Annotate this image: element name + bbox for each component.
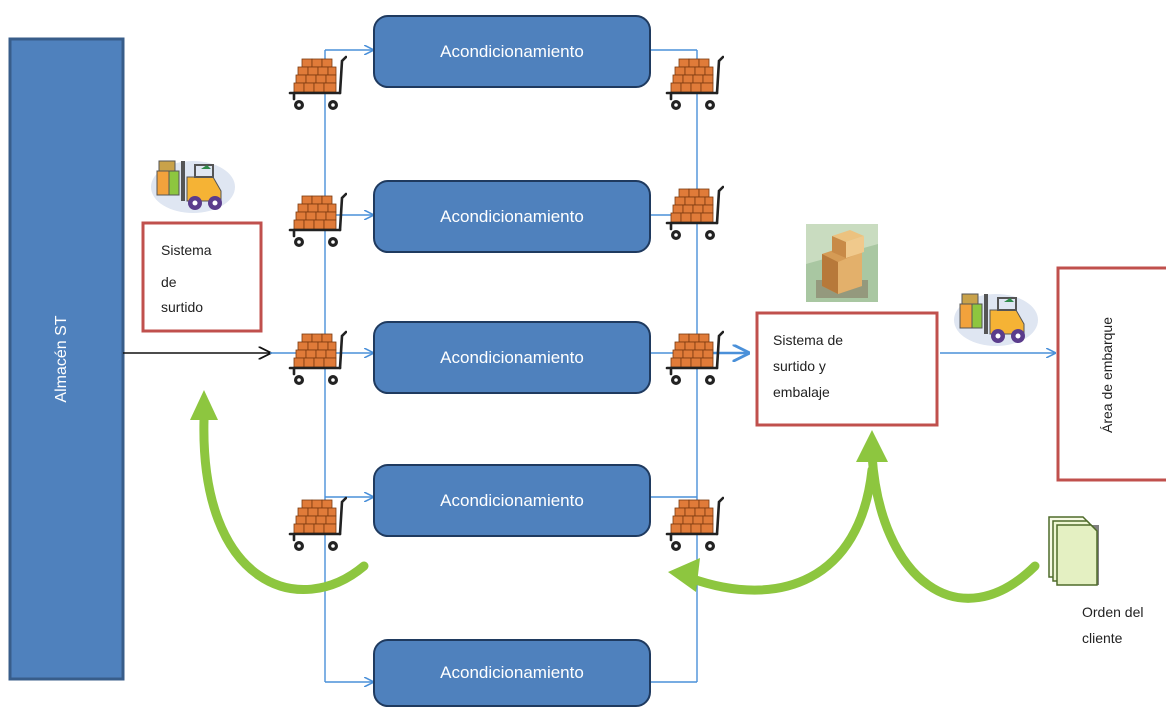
- hand-cart-icon: [665, 496, 724, 553]
- shipping-area-box: Área de embarque: [1056, 266, 1166, 482]
- conditioning-box-2: Acondicionamiento: [373, 180, 651, 253]
- boxes-icon: [806, 224, 878, 302]
- green-arrowhead-right: [668, 558, 700, 592]
- green-arrow-middle: [867, 450, 1040, 603]
- conditioning-label-5: Acondicionamiento: [440, 663, 584, 682]
- forklift-icon: [953, 292, 1039, 346]
- feedback-arrowheads: [190, 390, 888, 592]
- conditioning-box-1: Acondicionamiento: [373, 15, 651, 88]
- shipping-area-label: Área de embarque: [1099, 317, 1115, 433]
- hand-cart-icon: [288, 55, 347, 112]
- picking-system-line-2: de: [161, 274, 177, 290]
- warehouse-block: Almacén ST: [8, 37, 125, 681]
- green-arrow-right: [685, 465, 877, 595]
- forklift-icon: [150, 159, 236, 213]
- picking-system-box: Sistema de surtido: [141, 221, 263, 333]
- conditioning-label-3: Acondicionamiento: [440, 348, 584, 367]
- hand-cart-icon: [665, 185, 724, 242]
- packing-system-box: Sistema de surtido y embalaje: [755, 311, 939, 427]
- hand-cart-icon: [288, 496, 347, 553]
- feedback-arrows: [199, 415, 1040, 603]
- conditioning-box-5: Acondicionamiento: [373, 639, 651, 707]
- picking-system-line-3: surtido: [161, 299, 203, 315]
- customer-order-line-2: cliente: [1082, 630, 1123, 646]
- green-arrow-left: [199, 415, 369, 594]
- packing-system-line-3: embalaje: [773, 384, 830, 400]
- green-arrowhead-left: [190, 390, 218, 420]
- conditioning-label-2: Acondicionamiento: [440, 207, 584, 226]
- warehouse-label: Almacén ST: [53, 315, 70, 402]
- conditioning-label-1: Acondicionamiento: [440, 42, 584, 61]
- conditioning-box-4: Acondicionamiento: [373, 464, 651, 537]
- hand-cart-icon: [288, 330, 347, 387]
- packing-system-line-1: Sistema de: [773, 332, 843, 348]
- conditioning-box-3: Acondicionamiento: [373, 321, 651, 394]
- customer-order-line-1: Orden del: [1082, 604, 1143, 620]
- hand-cart-icon: [288, 192, 347, 249]
- conditioning-label-4: Acondicionamiento: [440, 491, 584, 510]
- picking-system-line-1: Sistema: [161, 242, 212, 258]
- hand-cart-icon: [665, 330, 724, 387]
- hand-cart-icon: [665, 55, 724, 112]
- documents-icon: [1048, 516, 1100, 586]
- packing-system-line-2: surtido y: [773, 358, 826, 374]
- green-arrowhead-middle: [856, 430, 888, 462]
